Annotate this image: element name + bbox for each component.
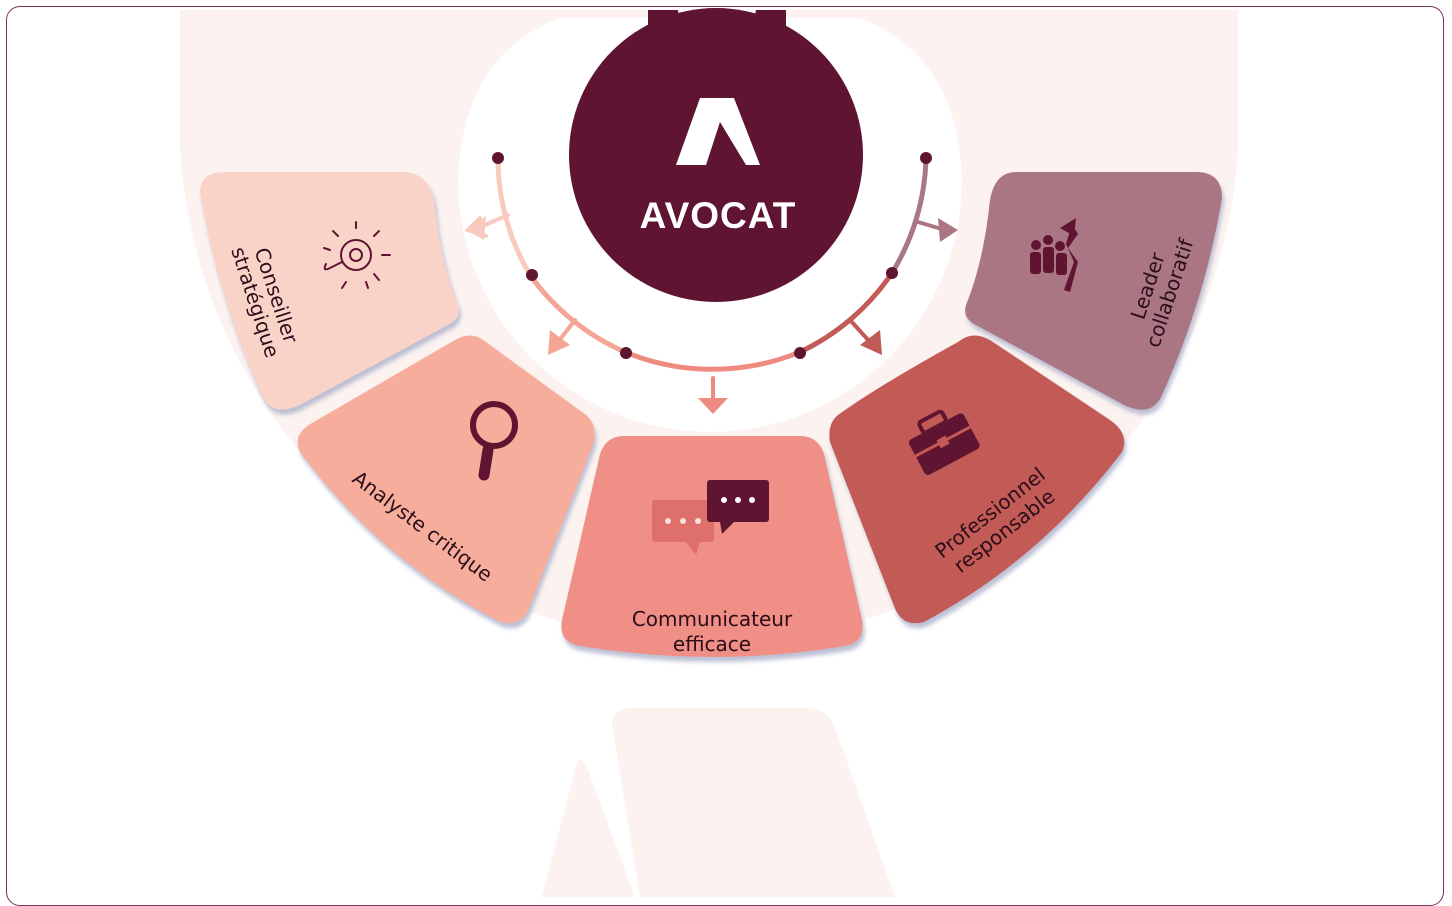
segment-professionnel xyxy=(829,335,1125,624)
label-communicateur: Communicateur efficace xyxy=(632,607,793,656)
svg-text:efficace: efficace xyxy=(673,632,751,656)
connector-arrowheads xyxy=(466,216,958,414)
connector-dots xyxy=(492,152,932,359)
lightbulb-gear-icon xyxy=(323,221,391,289)
briefcase-icon xyxy=(908,409,980,475)
avocat-badge: AVOCAT xyxy=(569,8,863,302)
magnifier-icon xyxy=(470,401,518,481)
segment-analyste xyxy=(297,335,595,624)
segment-communicateur xyxy=(561,436,863,657)
segment-conseiller xyxy=(200,172,459,410)
team-growth-icon xyxy=(1030,218,1078,292)
svg-text:Communicateur: Communicateur xyxy=(632,607,793,631)
segment-leader xyxy=(965,172,1222,410)
speech-bubbles-icon xyxy=(652,480,769,555)
avocat-logo-icon xyxy=(676,98,760,165)
connector-arc xyxy=(495,155,929,372)
avocat-title: AVOCAT xyxy=(640,195,797,236)
